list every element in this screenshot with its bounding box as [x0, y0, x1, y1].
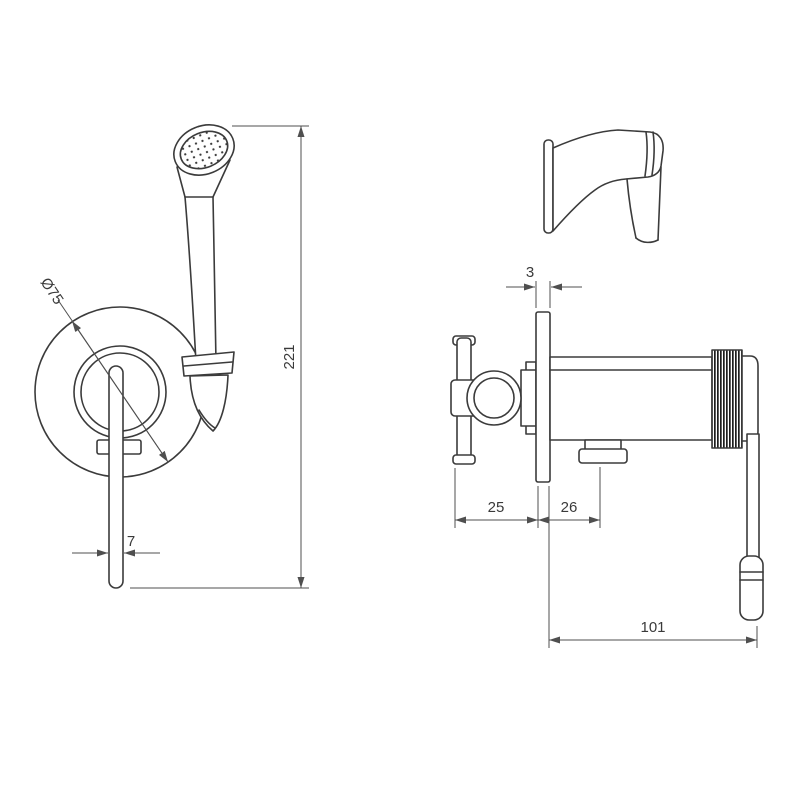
mixer-lever-side [739, 433, 764, 621]
spray-face-plate-side [543, 139, 554, 234]
shower-holder-front [181, 351, 235, 432]
dim-overall-height [130, 125, 309, 589]
head-cap-ring-2 [651, 131, 655, 176]
dim-label-26: 26 [561, 499, 578, 516]
dim-label-221: 221 [281, 344, 298, 369]
holder-hook-detail [198, 409, 216, 429]
holder-cup-line [183, 361, 233, 367]
dim-overall-depth [548, 486, 758, 648]
outlet-nut [578, 448, 628, 464]
inlet-union-circle [466, 370, 522, 426]
wall-plate-side [535, 311, 551, 483]
knurled-ring [711, 349, 743, 449]
union-flange [520, 369, 537, 427]
valve-assembly-side [450, 311, 764, 621]
control-handle-side [450, 335, 479, 465]
front-view [34, 124, 235, 589]
shower-head-front [173, 124, 235, 176]
handle-bottom-flare [452, 454, 476, 465]
end-cap [741, 355, 759, 442]
neck-right-edge [212, 159, 231, 198]
handle-side-bottom [635, 237, 659, 244]
dim-d75-arrow-in [71, 320, 122, 394]
object-geometry [34, 124, 764, 621]
hand-shower-front [173, 124, 235, 363]
mixer-lever-front [96, 365, 142, 589]
dim-d75-arrow-out [120, 392, 169, 463]
dim-plate-thickness [506, 281, 582, 308]
valve-body [549, 356, 713, 441]
spray-face-dots [179, 130, 229, 170]
lever-paddle-side [739, 555, 764, 621]
head-cap-ring-1 [644, 131, 648, 177]
lever-stem-side [746, 433, 760, 563]
neck-left-edge [176, 166, 186, 198]
handle-side-right-edge [657, 166, 662, 241]
dim-label-3: 3 [526, 264, 534, 281]
inlet-union-inner-circle [473, 377, 515, 419]
dim-plate-diameter [57, 299, 169, 463]
hand-shower-side [543, 129, 664, 244]
dim-label-101: 101 [640, 619, 665, 636]
handle-side-left-edge [626, 178, 637, 239]
lever-blade-front [108, 365, 124, 589]
dimensions [57, 125, 758, 648]
dim-label-25: 25 [488, 499, 505, 516]
holder-hook [189, 374, 229, 432]
shower-head-side [552, 129, 664, 232]
dim-25-26 [454, 467, 601, 528]
side-view [450, 129, 764, 621]
dim-label-7: 7 [127, 533, 135, 550]
